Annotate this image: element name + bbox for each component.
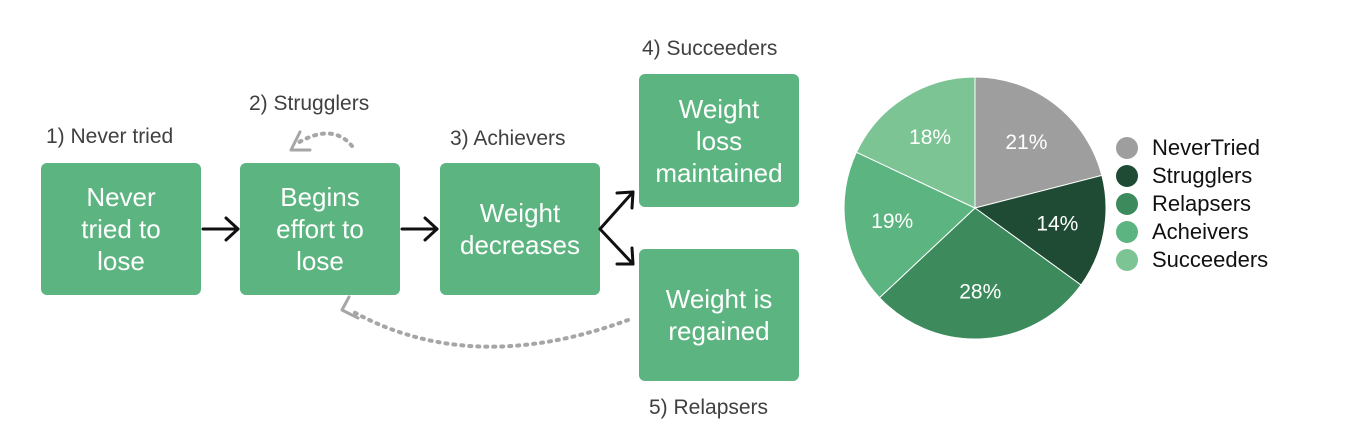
pie-slice-nevertried	[974, 76, 1103, 209]
pie-label-relapsers: 28%	[959, 281, 1001, 304]
box-weight-decreases: Weight decreases	[440, 163, 600, 295]
legend-label-nevertried: NeverTried	[1152, 135, 1260, 160]
arrow-decreases-to-maintained	[598, 190, 635, 231]
stage-label-achievers: 3) Achievers	[450, 127, 566, 150]
dotted-return-relapse	[348, 308, 630, 349]
legend-item-strugglers: Strugglers	[1116, 162, 1268, 190]
box-weight-regained: Weight is regained	[639, 249, 799, 381]
box-weight-decreases-text: Weight decreases	[460, 198, 580, 260]
box-begins-effort-text: Begins effort to lose	[276, 182, 364, 276]
pie-label-succeeders: 18%	[909, 126, 951, 149]
box-never-tried-text: Never tried to lose	[81, 182, 161, 276]
pie-slice-relapsers	[878, 207, 1082, 340]
pie-slice-succeeders	[855, 76, 976, 209]
stage-label-never-tried: 1) Never tried	[46, 125, 174, 148]
pie-slice-strugglers	[973, 174, 1107, 286]
box-weight-regained-text: Weight is regained	[665, 284, 773, 346]
stage-label-relapsers: 5) Relapsers	[649, 396, 769, 419]
box-begins-effort: Begins effort to lose	[240, 163, 400, 295]
box-weight-loss-maintained-text: Weight loss maintained	[655, 93, 783, 188]
arrow-begins-to-decreases	[400, 216, 439, 242]
pie-label-strugglers: 14%	[1036, 213, 1078, 236]
legend-item-nevertried: NeverTried	[1116, 134, 1268, 162]
arrow-never-to-begins	[201, 216, 240, 242]
dotted-loop-strugglers	[294, 131, 354, 148]
pie-labels: 21% 14% 28% 19% 18%	[871, 126, 1078, 303]
legend-swatch-strugglers	[1116, 165, 1138, 187]
pie-slices	[843, 76, 1107, 340]
legend-item-relapsers: Relapsers	[1116, 190, 1268, 218]
pie-label-acheivers: 19%	[871, 210, 913, 233]
legend-swatch-succeeders	[1116, 249, 1138, 271]
legend-swatch-nevertried	[1116, 137, 1138, 159]
legend-label-acheivers: Acheivers	[1152, 219, 1249, 244]
pie-label-nevertried: 21%	[1005, 131, 1047, 154]
stage-label-succeeders: 4) Succeeders	[642, 37, 778, 60]
arrow-decreases-to-regained	[598, 227, 635, 266]
legend-swatch-acheivers	[1116, 221, 1138, 243]
legend-swatch-relapsers	[1116, 193, 1138, 215]
dotted-loop-arrowhead	[289, 130, 312, 152]
legend-label-relapsers: Relapsers	[1152, 191, 1252, 216]
box-weight-loss-maintained: Weight loss maintained	[639, 74, 799, 207]
pie-legend: NeverTried Strugglers Relapsers Acheiver…	[1116, 134, 1268, 274]
box-never-tried: Never tried to lose	[41, 163, 201, 295]
legend-item-acheivers: Acheivers	[1116, 218, 1268, 246]
stage-label-strugglers: 2) Strugglers	[249, 92, 370, 115]
legend-label-succeeders: Succeeders	[1152, 247, 1269, 272]
legend-label-strugglers: Strugglers	[1152, 163, 1253, 188]
dotted-return-arrowhead	[340, 295, 360, 320]
pie-slice-acheivers	[843, 151, 976, 299]
legend-item-succeeders: Succeeders	[1116, 246, 1268, 274]
